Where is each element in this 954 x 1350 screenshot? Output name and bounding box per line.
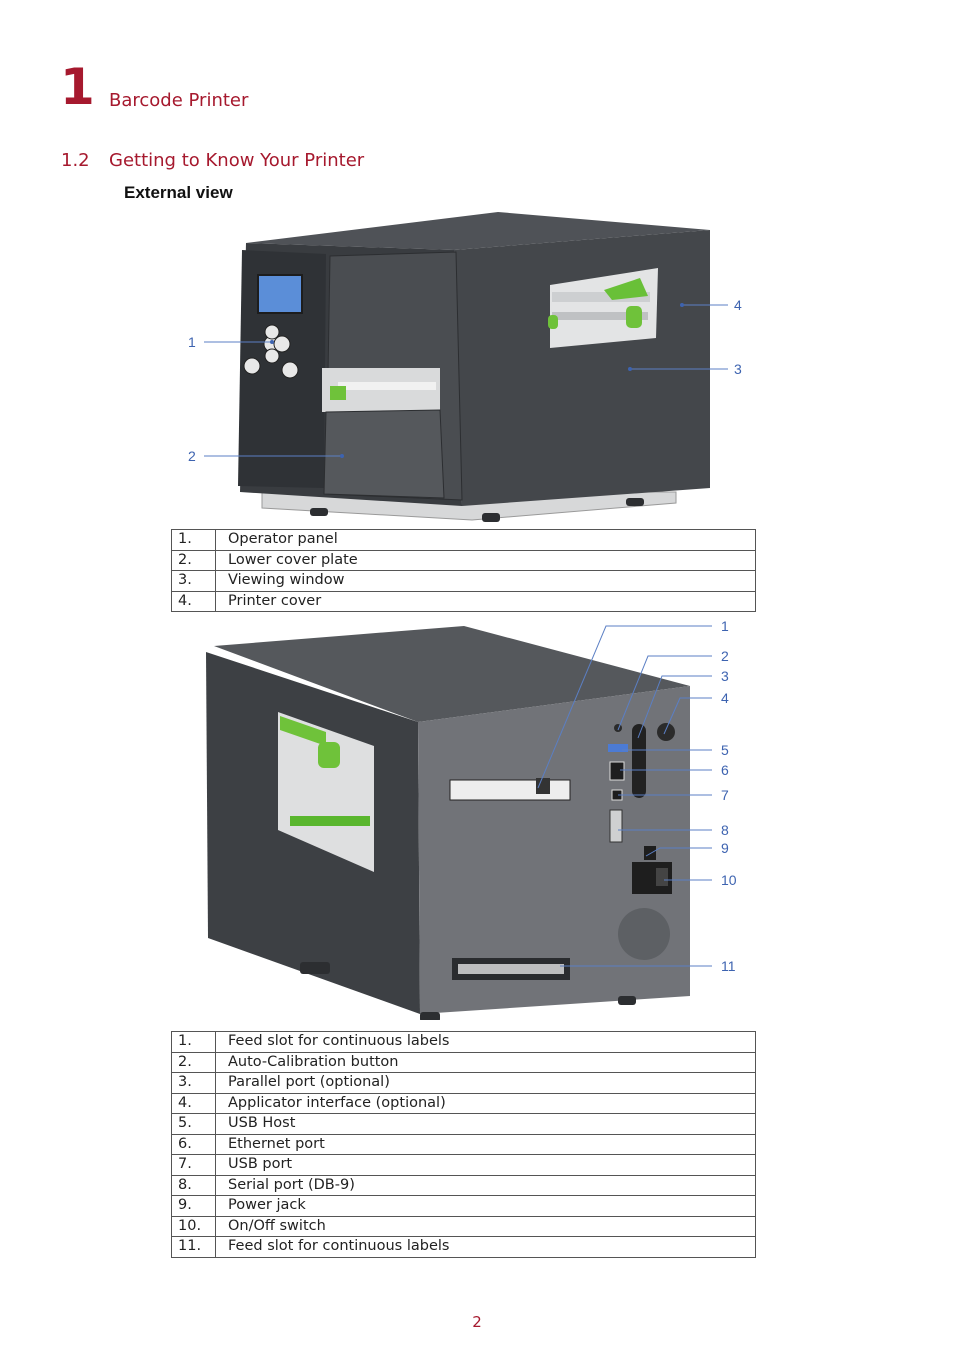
front-printer-illustration xyxy=(238,212,710,522)
front-callout-4: 4 xyxy=(734,297,742,313)
front-view-figure: 1 2 3 4 xyxy=(188,212,742,522)
rear-legend-row: 10.On/Off switch xyxy=(171,1215,756,1237)
rear-legend-item-number: 8. xyxy=(171,1174,216,1196)
front-legend-item-label: Printer cover xyxy=(215,590,756,612)
rear-legend-row: 3.Parallel port (optional) xyxy=(171,1072,756,1094)
rear-callout-6: 6 xyxy=(721,762,729,778)
rear-legend-item-label: Auto-Calibration button xyxy=(215,1051,756,1073)
front-legend-item-label: Lower cover plate xyxy=(215,549,756,571)
rear-legend-row: 4.Applicator interface (optional) xyxy=(171,1092,756,1114)
rear-view-figure: 1 2 3 4 5 6 7 8 9 10 11 xyxy=(206,620,737,1020)
rear-legend-item-number: 9. xyxy=(171,1195,216,1217)
rear-callout-2: 2 xyxy=(721,648,729,664)
rear-legend-item-label: Applicator interface (optional) xyxy=(215,1092,756,1114)
front-legend-item-number: 1. xyxy=(171,529,216,551)
rear-legend-row: 2.Auto-Calibration button xyxy=(171,1051,756,1073)
front-legend-item-number: 4. xyxy=(171,590,216,612)
rear-legend-item-number: 5. xyxy=(171,1113,216,1135)
page-number: 2 xyxy=(472,1313,482,1331)
rear-callout-4: 4 xyxy=(721,690,729,706)
rear-legend-row: 9.Power jack xyxy=(171,1195,756,1217)
front-callout-3: 3 xyxy=(734,361,742,377)
chapter-number: 1 xyxy=(60,58,95,116)
front-legend-row: 3.Viewing window xyxy=(171,570,756,592)
rear-legend-item-number: 2. xyxy=(171,1051,216,1073)
rear-legend-item-number: 10. xyxy=(171,1215,216,1237)
section-number: 1.2 xyxy=(61,150,90,171)
rear-legend-item-label: Feed slot for continuous labels xyxy=(215,1236,756,1258)
rear-legend-item-number: 1. xyxy=(171,1031,216,1053)
rear-callout-10: 10 xyxy=(721,872,737,888)
rear-legend-row: 5.USB Host xyxy=(171,1113,756,1135)
chapter-title: Barcode Printer xyxy=(109,90,249,111)
rear-callouts: 1 2 3 4 5 6 7 8 9 10 11 xyxy=(537,620,737,974)
rear-legend-item-number: 4. xyxy=(171,1092,216,1114)
front-legend-item-label: Operator panel xyxy=(215,529,756,551)
section-title: Getting to Know Your Printer xyxy=(109,150,365,171)
front-callout-1: 1 xyxy=(188,334,196,350)
rear-legend-item-label: Power jack xyxy=(215,1195,756,1217)
rear-legend-item-label: Serial port (DB-9) xyxy=(215,1174,756,1196)
rear-printer-illustration xyxy=(206,626,690,1020)
rear-legend-item-number: 3. xyxy=(171,1072,216,1094)
rear-callout-7: 7 xyxy=(721,787,729,803)
rear-legend-row: 7.USB port xyxy=(171,1154,756,1176)
front-legend-item-number: 2. xyxy=(171,549,216,571)
rear-legend-row: 6.Ethernet port xyxy=(171,1133,756,1155)
rear-legend-item-label: Parallel port (optional) xyxy=(215,1072,756,1094)
subheading: External view xyxy=(124,183,233,202)
rear-legend-item-number: 6. xyxy=(171,1133,216,1155)
rear-legend-row: 1.Feed slot for continuous labels xyxy=(171,1031,756,1053)
rear-legend-item-label: USB Host xyxy=(215,1113,756,1135)
front-callout-2: 2 xyxy=(188,448,196,464)
rear-legend-item-label: On/Off switch xyxy=(215,1215,756,1237)
front-legend-item-number: 3. xyxy=(171,570,216,592)
rear-legend-item-label: USB port xyxy=(215,1154,756,1176)
rear-callout-9: 9 xyxy=(721,840,729,856)
rear-legend-item-number: 11. xyxy=(171,1236,216,1258)
front-legend-row: 4.Printer cover xyxy=(171,590,756,612)
front-legend-item-label: Viewing window xyxy=(215,570,756,592)
rear-legend-item-number: 7. xyxy=(171,1154,216,1176)
rear-callout-3: 3 xyxy=(721,668,729,684)
rear-callout-8: 8 xyxy=(721,822,729,838)
rear-legend-row: 8.Serial port (DB-9) xyxy=(171,1174,756,1196)
section-heading: 1.2 Getting to Know Your Printer xyxy=(61,150,364,171)
rear-callout-1: 1 xyxy=(721,620,729,634)
front-legend-row: 2.Lower cover plate xyxy=(171,549,756,571)
rear-callout-5: 5 xyxy=(721,742,729,758)
front-callouts: 1 2 3 4 xyxy=(188,297,742,464)
rear-legend-item-label: Feed slot for continuous labels xyxy=(215,1031,756,1053)
rear-callout-11: 11 xyxy=(721,958,736,974)
rear-legend-row: 11.Feed slot for continuous labels xyxy=(171,1236,756,1258)
front-legend-row: 1.Operator panel xyxy=(171,529,756,551)
rear-legend-item-label: Ethernet port xyxy=(215,1133,756,1155)
